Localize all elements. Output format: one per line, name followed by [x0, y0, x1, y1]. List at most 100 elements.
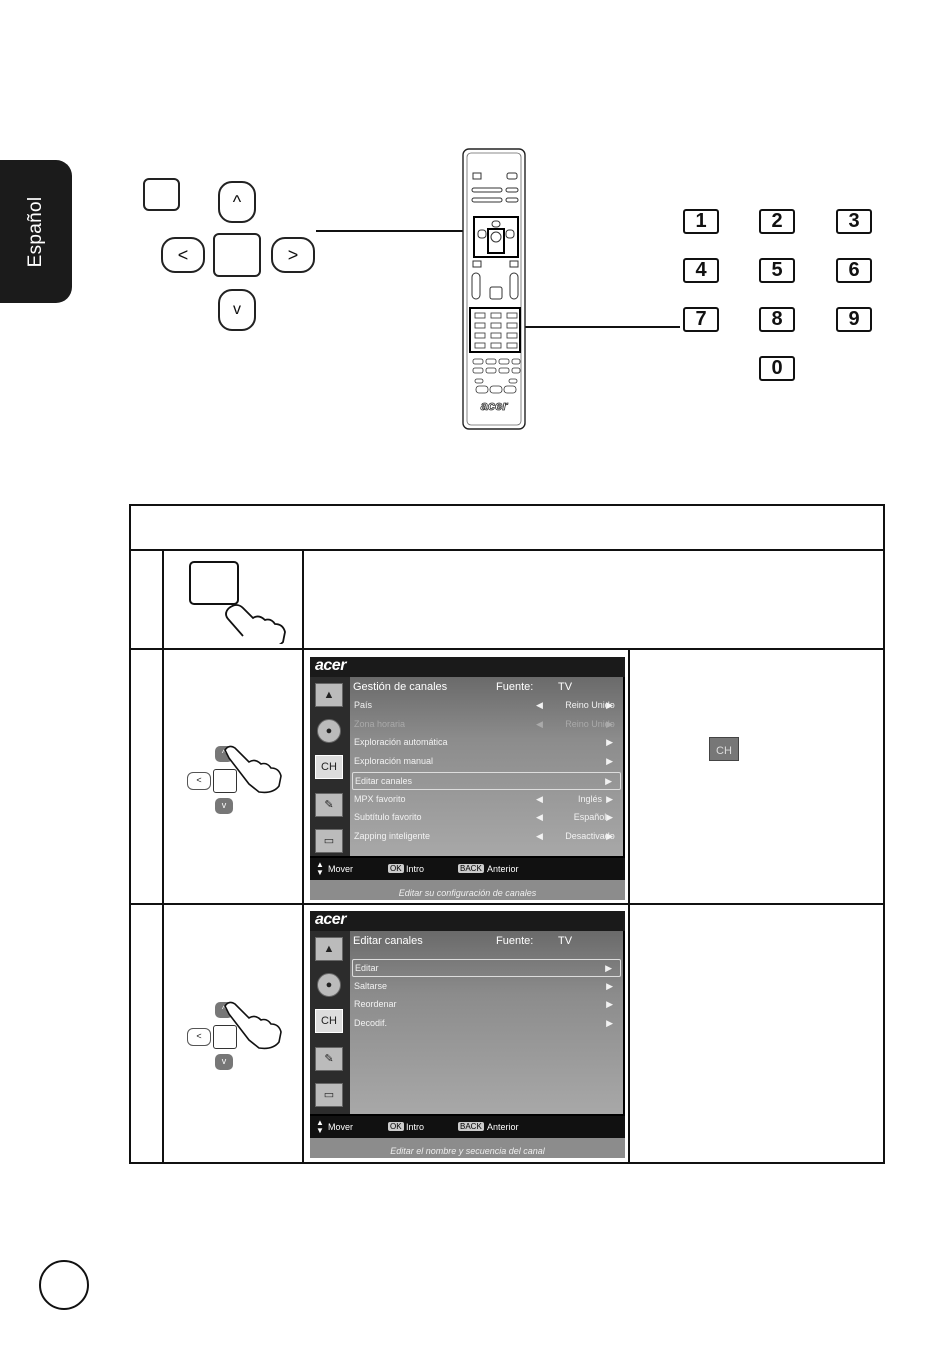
- osd-row-label: Editar: [355, 963, 379, 973]
- picture-icon: ▲: [315, 683, 343, 707]
- number-key-7: 7: [683, 307, 719, 332]
- osd-row-label: Exploración manual: [354, 756, 434, 767]
- up-arrow-icon: ^: [232, 192, 242, 212]
- osd-source-value: TV: [558, 681, 573, 693]
- osd-menu-row[interactable]: Exploración manual ▶: [352, 753, 621, 771]
- osd-acer-logo: acer: [315, 911, 346, 928]
- ok-key: [213, 233, 261, 277]
- dpad-illustration-step3: ^ < v: [181, 994, 301, 1084]
- osd-row-value: Reino Unido: [565, 718, 615, 729]
- menu-key: [143, 178, 180, 211]
- osd-channel-management-screen: acer ▲ ● CH ✎ ▭ Gestión de canales Fuent…: [310, 657, 625, 900]
- left-arrow-icon: <: [177, 245, 189, 265]
- osd-menu-row[interactable]: Editar ▶: [352, 959, 621, 977]
- down-key: v: [218, 289, 256, 331]
- language-label: Español: [25, 196, 46, 267]
- osd-row-value: Español: [573, 812, 607, 823]
- osd-row-label: Zona horaria: [354, 718, 406, 729]
- osd-status-text: Editar el nombre y secuencia del canal: [310, 1138, 625, 1158]
- left-arrow-icon: ◀: [536, 830, 543, 841]
- channel-menu-icon: CH: [709, 737, 739, 761]
- osd-acer-logo: acer: [315, 657, 346, 674]
- down-arrow-icon: v: [221, 1056, 227, 1066]
- number-key-4: 4: [683, 258, 719, 283]
- osd-menu-row[interactable]: Zapping inteligente◀Desactivado▶: [352, 828, 621, 846]
- osd-row-value: Desactivado: [565, 830, 615, 841]
- steps-table: ^ < v ^ < v acer ▲ ● CH ✎ ▭ Gestión de c…: [129, 504, 885, 1164]
- input-icon: ▭: [315, 829, 343, 853]
- osd-edit-channels-screen: acer ▲ ● CH ✎ ▭ Editar canales Fuente: T…: [310, 911, 625, 1158]
- up-key: ^: [218, 181, 256, 223]
- row-divider-1: [131, 648, 883, 650]
- osd-status-text: Editar su configuración de canales: [310, 880, 625, 900]
- osd-title: Editar canales: [353, 935, 423, 947]
- down-arrow-icon: v: [233, 301, 241, 318]
- dpad-ok-key: [213, 1025, 237, 1049]
- settings-tools-icon: ✎: [315, 793, 343, 817]
- footer-back: Anterior: [487, 864, 519, 874]
- right-arrow-icon: >: [287, 245, 299, 265]
- dpad-illustration-step2: ^ < v: [181, 738, 301, 828]
- osd-menu-row[interactable]: MPX favorito◀Inglés▶: [352, 791, 621, 809]
- osd-menu-row[interactable]: Saltarse ▶: [352, 978, 621, 996]
- osd-title: Gestión de canales: [353, 681, 448, 693]
- dpad-left-key: <: [187, 1028, 211, 1046]
- right-arrow-icon: ▶: [606, 830, 613, 841]
- osd-menu-row[interactable]: Exploración automática▶: [352, 734, 621, 752]
- right-arrow-icon: ▶: [605, 775, 612, 786]
- right-arrow-icon: ▶: [606, 737, 613, 748]
- number-key-6: 6: [836, 258, 872, 283]
- dpad-left-key: <: [187, 772, 211, 790]
- osd-row-label: Reordenar: [354, 999, 397, 1010]
- left-arrow-icon: ◀: [536, 700, 543, 710]
- osd-row-label: Decodif.: [354, 1018, 388, 1029]
- right-arrow-icon: ▶: [606, 756, 613, 767]
- number-key-9: 9: [836, 307, 872, 332]
- osd-icon-column: ▲ ● CH ✎ ▭: [310, 931, 350, 1114]
- osd-menu-row[interactable]: Reordenar▶: [352, 996, 621, 1014]
- osd-menu-panel: [350, 931, 623, 1114]
- hand-pointer-icon: [224, 1001, 282, 1050]
- number-key-3: 3: [836, 209, 872, 234]
- dpad-ok-key: [213, 769, 237, 793]
- remote-control-illustration: acer: [316, 148, 680, 430]
- osd-menu-row[interactable]: País ◀ Reino Unido▶: [352, 697, 621, 715]
- left-arrow-icon: <: [196, 775, 202, 785]
- updown-icon: ▲▼: [316, 1118, 324, 1135]
- osd-footer: ▲▼ Mover OK Intro BACK Anterior: [310, 1116, 625, 1138]
- col-divider-2: [302, 549, 304, 1162]
- up-arrow-icon: ^: [221, 748, 227, 758]
- osd-row-label: País: [354, 700, 373, 710]
- down-arrow-icon: v: [221, 800, 227, 810]
- picture-icon: ▲: [315, 937, 343, 961]
- osd-row-label: MPX favorito: [354, 793, 406, 804]
- back-tag: BACK: [458, 1122, 484, 1131]
- right-arrow-icon: ▶: [606, 718, 613, 729]
- right-arrow-icon: ▶: [606, 980, 613, 991]
- right-arrow-icon: ▶: [605, 963, 612, 973]
- osd-menu-panel: [350, 677, 623, 856]
- footer-ok: Intro: [406, 864, 425, 874]
- osd-icon-column: ▲ ● CH ✎ ▭: [310, 677, 350, 856]
- number-key-1: 1: [683, 209, 719, 234]
- osd-menu-row[interactable]: Zona horaria◀Reino Unido▶: [352, 716, 621, 734]
- language-side-tab: Español: [0, 160, 72, 303]
- osd-row-value: Reino Unido: [565, 700, 615, 710]
- osd-row-value: Inglés: [577, 793, 603, 804]
- osd-menu-row[interactable]: Subtítulo favorito◀Español▶: [352, 809, 621, 827]
- right-arrow-icon: ▶: [606, 793, 613, 804]
- right-arrow-icon: ▶: [606, 700, 613, 710]
- osd-row-label: Saltarse: [354, 980, 388, 991]
- channel-icon: CH: [315, 1009, 343, 1033]
- osd-menu-row[interactable]: Decodif. ▶: [352, 1015, 621, 1033]
- hand-pointer-icon: [224, 745, 282, 794]
- osd-source-label: Fuente:: [496, 935, 534, 947]
- osd-menu-row[interactable]: Editar canales▶: [352, 771, 621, 790]
- right-arrow-icon: ▶: [606, 1018, 613, 1029]
- channel-icon-label: CH: [716, 745, 732, 757]
- header-divider: [131, 549, 883, 551]
- ok-tag: OK: [388, 864, 404, 873]
- col-divider-3: [628, 648, 630, 1162]
- left-arrow-icon: ◀: [536, 812, 543, 823]
- left-key: <: [161, 237, 205, 273]
